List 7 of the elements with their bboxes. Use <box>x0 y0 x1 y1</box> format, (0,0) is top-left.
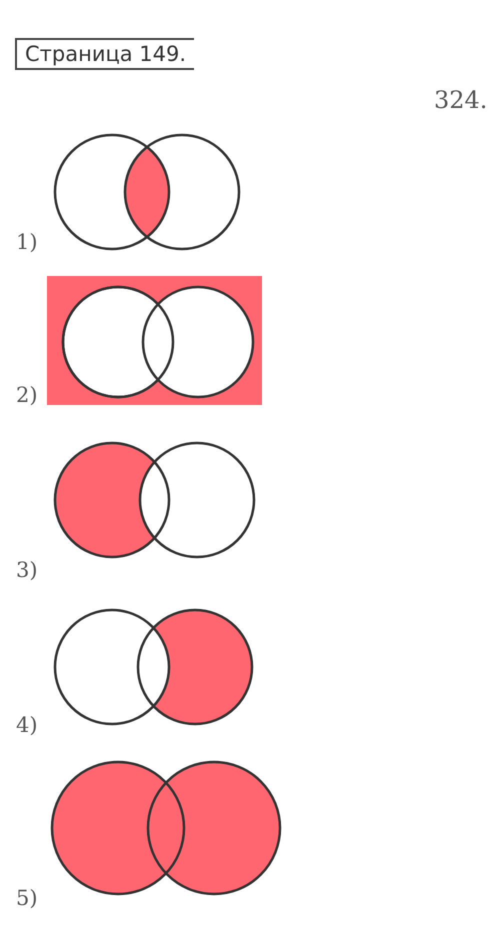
page-heading: Страница 149. <box>15 38 194 70</box>
item-number: 5) <box>16 888 38 909</box>
exercise-number: 324. <box>434 88 488 112</box>
item-number: 2) <box>16 385 38 406</box>
item-number: 3) <box>16 560 38 581</box>
item-number: 4) <box>16 715 38 736</box>
item-number: 1) <box>16 232 38 253</box>
